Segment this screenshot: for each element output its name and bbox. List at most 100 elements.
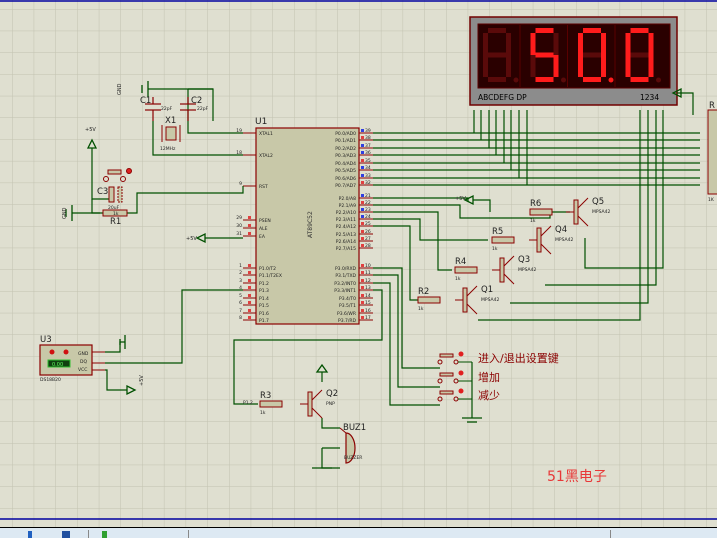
- pin-state-marker: [361, 244, 364, 247]
- mcu-pin-1[interactable]: 1P1.0/T2: [239, 263, 276, 272]
- capacitor-c2[interactable]: [180, 97, 196, 121]
- pin-state-marker: [361, 201, 364, 204]
- mcu-pin-3[interactable]: 3P1.2: [239, 278, 269, 287]
- capacitor-c3[interactable]: [108, 186, 123, 203]
- crystal-x1[interactable]: [161, 125, 181, 142]
- mcu-pin-4[interactable]: 4P1.3: [239, 285, 269, 294]
- button-2[interactable]: 增加: [437, 370, 500, 384]
- segment-d: [630, 77, 649, 82]
- play-icon[interactable]: [28, 531, 32, 538]
- gnd-label-reset: GND: [62, 207, 68, 219]
- power-symbols: [65, 81, 682, 469]
- u3-part: DS18B20: [40, 377, 61, 383]
- segment-c: [648, 55, 654, 77]
- segment-g: [583, 52, 601, 58]
- ds18b20-sensor[interactable]: 0.00 GND DQ VCC: [39, 344, 105, 376]
- pin-number: 30: [236, 223, 242, 229]
- pause-icon[interactable]: [102, 531, 107, 538]
- capacitor-c1[interactable]: [145, 97, 161, 121]
- pin-number: 34: [365, 165, 371, 171]
- pin-name: P0.2/AD2: [335, 146, 356, 152]
- r1-ref: R1: [110, 217, 121, 227]
- pin-name: EA: [259, 234, 266, 240]
- q4-ref: Q4: [555, 225, 567, 235]
- step-icon[interactable]: [62, 531, 70, 538]
- button-1[interactable]: 进入/退出设置键: [437, 351, 559, 365]
- r4-value: 1k: [455, 276, 461, 282]
- seven-segment-display[interactable]: ABCDEFG DP 1234: [469, 16, 678, 106]
- pin-state-marker: [361, 151, 364, 154]
- button-label: 减少: [478, 389, 500, 402]
- pin-name: P2.5/A13: [336, 232, 356, 238]
- pin-number: 2: [239, 270, 242, 276]
- segment-g: [630, 52, 649, 58]
- buzzer-buz1[interactable]: [339, 427, 356, 464]
- pin-number: 5: [239, 293, 242, 299]
- r2-ref: R2: [418, 287, 429, 297]
- pin-name: PSEN: [259, 218, 271, 224]
- ds18b20-readout: 0.00: [52, 362, 63, 368]
- mcu-pin-2[interactable]: 2P1.1/T2EX: [239, 270, 282, 279]
- resistor-r1[interactable]: [102, 209, 128, 217]
- mcu-pin-6[interactable]: 6P1.5: [239, 300, 269, 309]
- pin-number: 16: [365, 308, 371, 314]
- segment-labels: ABCDEFG DP: [478, 93, 527, 102]
- pin-state-marker: [248, 286, 251, 289]
- segment-dp: [561, 77, 566, 83]
- resistor-pack-rp1[interactable]: [707, 109, 717, 195]
- reset-button[interactable]: [103, 168, 132, 182]
- mcu-pin-8[interactable]: 8P1.7: [239, 315, 269, 324]
- pin-name: P0.3/AD3: [335, 153, 356, 159]
- button-3[interactable]: 减少: [437, 388, 500, 403]
- mcu-pin-5[interactable]: 5P1.4: [239, 293, 269, 302]
- pin-state-marker: [361, 264, 364, 267]
- segment-d: [583, 77, 601, 82]
- pin-number: 32: [365, 180, 371, 186]
- pin-state-marker: [361, 309, 364, 312]
- pin-name: P0.1/AD1: [335, 138, 356, 144]
- mcu-u1[interactable]: U1 AT89C52 19XTAL118XTAL29RST29PSEN30ALE…: [236, 117, 373, 325]
- mcu-pin-7[interactable]: 7P1.6: [239, 308, 269, 317]
